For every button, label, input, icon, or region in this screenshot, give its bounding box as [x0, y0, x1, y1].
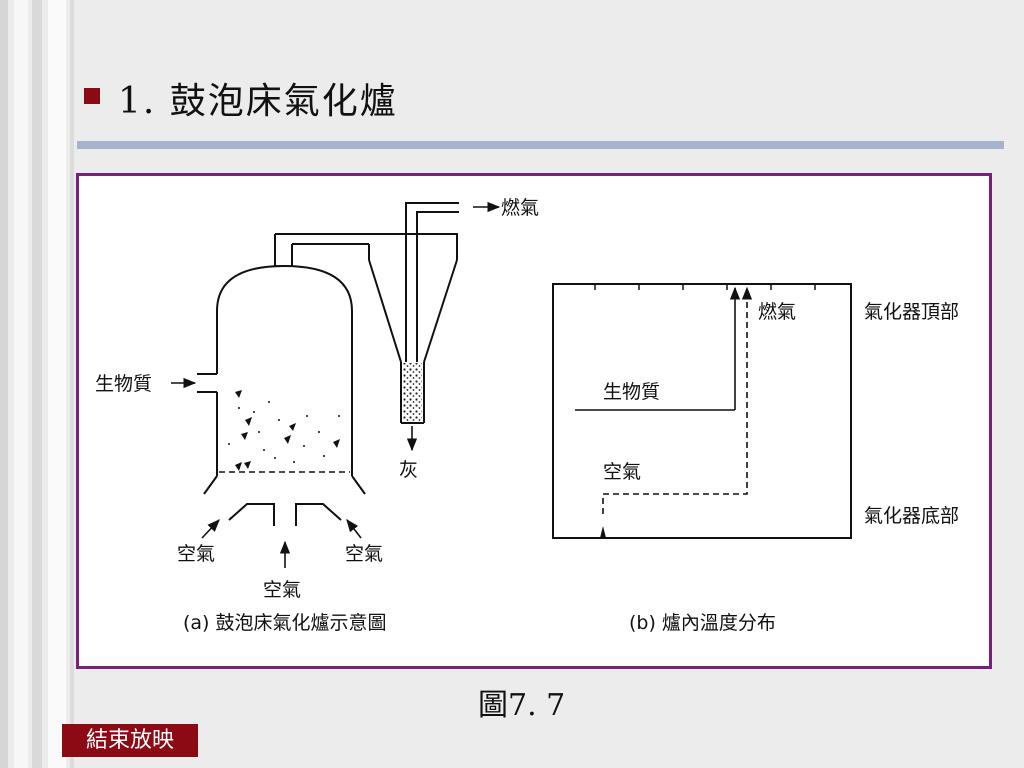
left-stripe-5 [70, 0, 74, 768]
bottom-marker [600, 526, 606, 538]
air-b-label: 空氣 [603, 461, 641, 483]
figure-frame: 燃氣 生物質 灰 空氣 空氣 空氣 (a) 鼓泡床氣化爐示意圖 燃氣 [76, 173, 992, 669]
ash-label: 灰 [399, 459, 418, 481]
title-bullet [84, 88, 100, 104]
bed-particles [228, 390, 340, 471]
biomass-b-label: 生物質 [603, 381, 660, 403]
air-bottom-label: 空氣 [263, 579, 301, 601]
flow-lines-b [575, 286, 753, 514]
biomass-in-label: 生物質 [95, 373, 152, 395]
air-right-label: 空氣 [345, 543, 383, 565]
gasifier-bottom-label: 氣化器底部 [864, 505, 959, 527]
left-stripe-4 [48, 0, 66, 768]
gasifier-top-label: 氣化器頂部 [864, 301, 959, 323]
arrows-a [171, 201, 501, 568]
top-ticks [594, 284, 816, 290]
temperature-box [552, 283, 852, 539]
gas-out-label: 燃氣 [501, 197, 539, 219]
figure-caption: 圖7. 7 [478, 688, 566, 723]
title-rule [77, 141, 1004, 149]
gasifier-diagram: 燃氣 生物質 灰 空氣 空氣 空氣 (a) 鼓泡床氣化爐示意圖 燃氣 [95, 197, 959, 634]
cyclone-separator [368, 202, 459, 424]
gasifier-vessel [197, 233, 369, 526]
slide-title: 1. 鼓泡床氣化爐 [118, 81, 398, 122]
air-left-label: 空氣 [177, 543, 215, 565]
left-stripe-3 [32, 0, 42, 768]
left-stripe-2 [14, 0, 28, 768]
gas-b-label: 燃氣 [758, 301, 796, 323]
ash-hopper-fill [403, 363, 422, 421]
diagram-b-caption: (b) 爐內溫度分布 [629, 612, 776, 634]
left-stripe-1 [0, 0, 8, 768]
end-show-button[interactable]: 結束放映 [62, 724, 198, 757]
diagram-a-caption: (a) 鼓泡床氣化爐示意圖 [183, 612, 387, 634]
